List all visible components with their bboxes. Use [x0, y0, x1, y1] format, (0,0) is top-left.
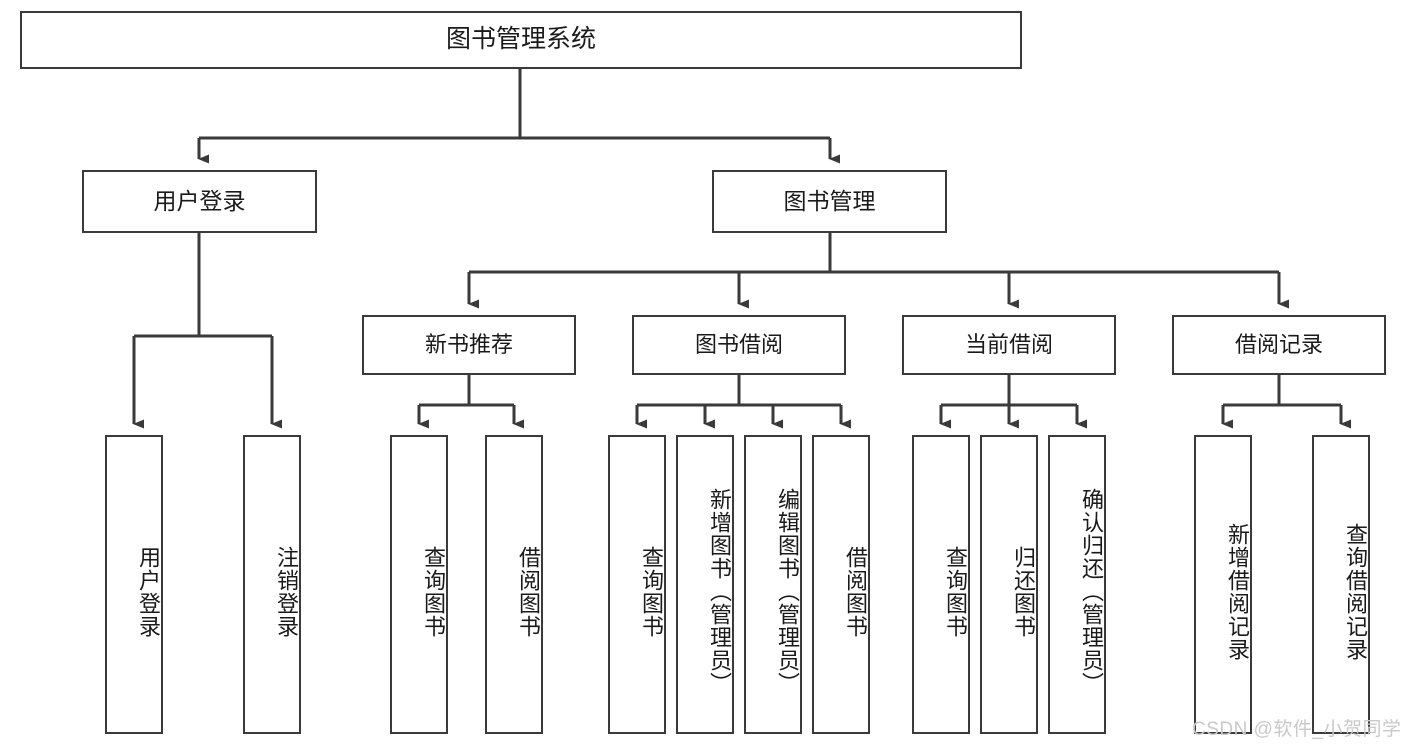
node-label: 新增图书（管理员）: [707, 488, 732, 695]
node-label: 新书推荐: [424, 332, 513, 358]
leaf-record-query-record[interactable]: 查询借阅记录: [1312, 435, 1370, 734]
node-label: 编辑图书（管理员）: [775, 488, 800, 695]
node-book-borrow[interactable]: 图书借阅: [632, 315, 846, 375]
node-label: 查询图书: [421, 545, 446, 638]
node-root-system[interactable]: 图书管理系统: [20, 11, 1022, 69]
leaf-recommend-borrow-book[interactable]: 借阅图书: [485, 435, 543, 734]
node-label: 查询图书: [639, 545, 664, 638]
node-current-borrow[interactable]: 当前借阅: [902, 315, 1116, 375]
node-label: 借阅记录: [1234, 332, 1323, 358]
node-label: 当前借阅: [964, 332, 1053, 358]
node-label: 确认归还（管理员）: [1079, 488, 1104, 695]
leaf-borrow-borrow-book[interactable]: 借阅图书: [812, 435, 870, 734]
node-label: 查询借阅记录: [1343, 522, 1368, 661]
leaf-user-login-login[interactable]: 用户登录: [105, 435, 163, 734]
node-label: 查询图书: [943, 545, 968, 638]
node-new-book-recommend[interactable]: 新书推荐: [362, 315, 576, 375]
leaf-borrow-query-book[interactable]: 查询图书: [608, 435, 666, 734]
node-book-management[interactable]: 图书管理: [712, 170, 947, 233]
node-label: 图书管理: [783, 187, 876, 214]
node-borrow-record[interactable]: 借阅记录: [1172, 315, 1386, 375]
node-label: 图书借阅: [694, 332, 783, 358]
node-label: 用户登录: [136, 545, 161, 638]
node-label: 用户登录: [153, 187, 246, 214]
node-user-login[interactable]: 用户登录: [82, 170, 317, 233]
node-label: 归还图书: [1011, 545, 1036, 638]
leaf-recommend-query-book[interactable]: 查询图书: [390, 435, 448, 734]
node-label: 注销登录: [274, 545, 299, 638]
leaf-user-login-logout[interactable]: 注销登录: [243, 435, 301, 734]
node-label: 图书管理系统: [445, 25, 596, 54]
leaf-borrow-edit-book-admin[interactable]: 编辑图书（管理员）: [744, 435, 802, 734]
watermark: CSDN @软件_小贺同学: [1192, 719, 1402, 740]
leaf-record-add-record[interactable]: 新增借阅记录: [1194, 435, 1252, 734]
leaf-current-return-book[interactable]: 归还图书: [980, 435, 1038, 734]
leaf-current-confirm-return-admin[interactable]: 确认归还（管理员）: [1048, 435, 1106, 734]
node-label: 借阅图书: [843, 545, 868, 638]
leaf-borrow-add-book-admin[interactable]: 新增图书（管理员）: [676, 435, 734, 734]
node-label: 新增借阅记录: [1225, 522, 1250, 661]
leaf-current-query-book[interactable]: 查询图书: [912, 435, 970, 734]
node-label: 借阅图书: [516, 545, 541, 638]
